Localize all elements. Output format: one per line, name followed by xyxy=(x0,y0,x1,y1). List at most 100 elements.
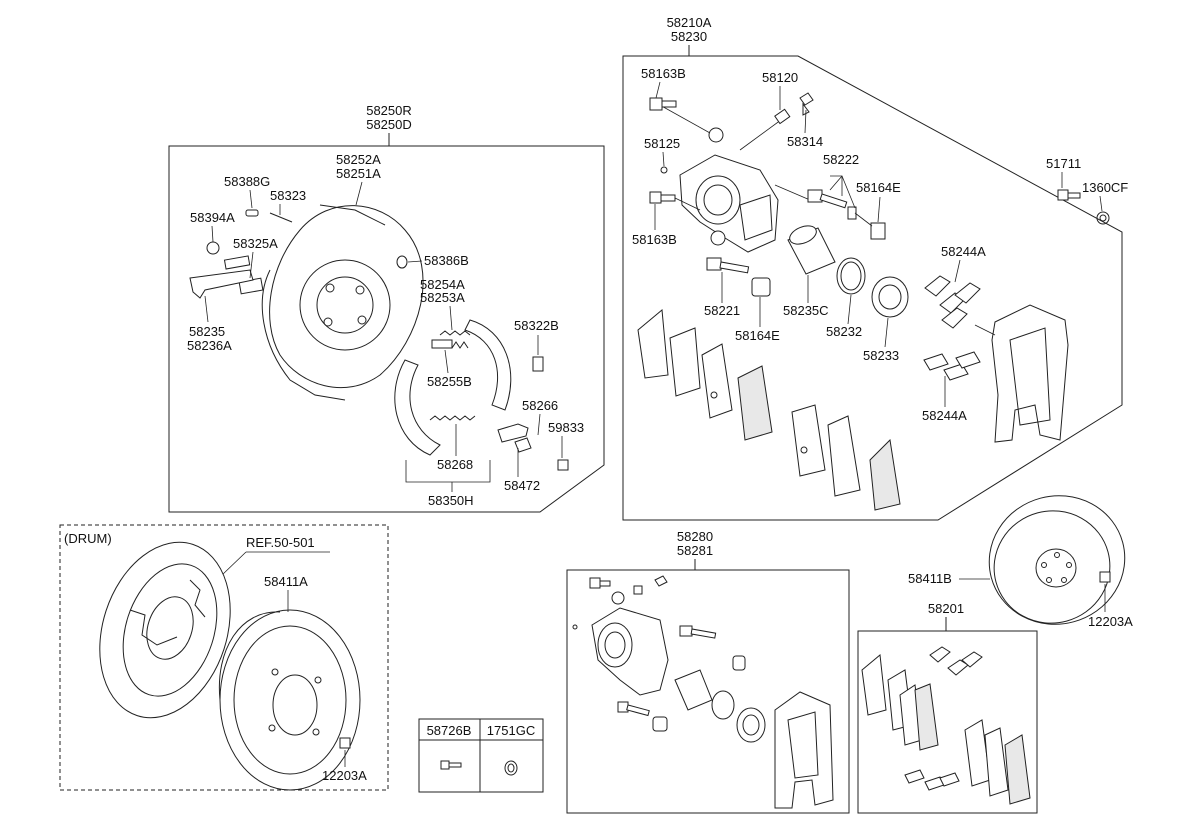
label-58394A: 58394A xyxy=(190,210,235,225)
label-12203A-drum: 12203A xyxy=(322,768,367,783)
label-58244A-upper: 58244A xyxy=(941,244,986,259)
caliper-group-upper: 58210A 58230 xyxy=(622,15,1128,521)
guide-pin-right-part xyxy=(774,184,886,240)
label-58325A: 58325A xyxy=(233,236,278,251)
lever-58235-part xyxy=(189,269,254,299)
label-58268: 58268 xyxy=(437,457,473,472)
backplate-group-frame xyxy=(168,145,605,513)
label-58323: 58323 xyxy=(270,188,306,203)
caliper-body xyxy=(679,127,779,253)
bleeder-part xyxy=(739,92,814,151)
drum-backplate-group: 58250R 58250D xyxy=(168,103,605,513)
pad-kit-parts xyxy=(861,646,1031,805)
pad-clip-upper-part xyxy=(924,275,981,329)
label-58254A: 58254A xyxy=(420,277,465,292)
caliper-group2-frame xyxy=(566,569,850,814)
label-58472: 58472 xyxy=(504,478,540,493)
label-58411B: 58411B xyxy=(908,571,952,586)
label-ref-50-501: REF.50-501 xyxy=(246,535,315,550)
label-58164E-right: 58164E xyxy=(856,180,901,195)
brake-drum-part xyxy=(218,609,361,791)
pin-58323-part xyxy=(269,212,293,223)
pad-kit-frame xyxy=(857,630,1038,814)
label-58244A-lower: 58244A xyxy=(922,408,967,423)
piston-boot-part xyxy=(871,276,909,318)
label-58266: 58266 xyxy=(522,398,558,413)
drum-group: (DRUM) REF.50-501 58411A 12203A xyxy=(59,524,389,791)
label-58210A: 58210A xyxy=(667,15,712,30)
caliper2-body-part xyxy=(591,591,669,696)
small-parts-table: 58726B 1751GC xyxy=(418,718,544,793)
piston-part xyxy=(787,225,836,275)
label-51711: 51711 xyxy=(1046,156,1081,171)
drum-bolt-part xyxy=(339,737,351,749)
label-58314: 58314 xyxy=(787,134,823,149)
carrier-bracket-part xyxy=(974,304,1069,443)
label-58164E-lower: 58164E xyxy=(735,328,780,343)
label-58125: 58125 xyxy=(644,136,680,151)
label-1360CF: 1360CF xyxy=(1082,180,1128,195)
label-58281: 58281 xyxy=(677,543,713,558)
label-58411A: 58411A xyxy=(264,574,308,589)
piston-seal-part xyxy=(836,257,866,295)
disc-bolt-part xyxy=(1099,571,1111,583)
adjuster-58472-part xyxy=(497,423,532,453)
bolt-58726B-part xyxy=(440,760,462,770)
washer-1360CF-part xyxy=(1096,211,1110,225)
caliper2-bracket-part xyxy=(774,691,834,809)
label-drum-title: (DRUM) xyxy=(64,531,112,546)
pin-58388G-part xyxy=(245,209,259,217)
caliper-group-lower: 58280 58281 xyxy=(566,529,850,814)
pad-clip-lower-part xyxy=(923,351,981,381)
spring-58255B-part xyxy=(431,339,469,349)
label-58235C: 58235C xyxy=(783,303,829,318)
bolt-58394A-part xyxy=(206,241,220,255)
label-58252A: 58252A xyxy=(336,152,381,167)
label-58233: 58233 xyxy=(863,348,899,363)
backing-plate-part xyxy=(261,204,424,401)
label-58255B: 58255B xyxy=(427,374,472,389)
bolt-51711-part xyxy=(1057,189,1081,201)
label-58322B: 58322B xyxy=(514,318,559,333)
label-58120: 58120 xyxy=(762,70,798,85)
plug-58386B-part xyxy=(396,255,408,269)
pad-kit-group: 58201 xyxy=(857,601,1038,814)
label-58386B: 58386B xyxy=(424,253,469,268)
drum-group-frame xyxy=(59,524,389,791)
label-58232: 58232 xyxy=(826,324,862,339)
label-58280: 58280 xyxy=(677,529,713,544)
label-58163B-top: 58163B xyxy=(641,66,686,81)
caliper-group-frame xyxy=(622,55,1123,521)
brake-pads-upper-part xyxy=(637,309,901,511)
washer-1751GC-part xyxy=(504,760,518,776)
label-58251A: 58251A xyxy=(336,166,381,181)
caliper2-small-parts xyxy=(572,575,746,732)
label-58235: 58235 xyxy=(189,324,225,339)
guide-pin-lower-part xyxy=(706,257,771,297)
spring-58268-part xyxy=(429,415,476,421)
label-58236A: 58236A xyxy=(187,338,232,353)
label-59833: 59833 xyxy=(548,420,584,435)
small-cap-part xyxy=(660,166,668,174)
label-58230: 58230 xyxy=(671,29,707,44)
screw-59833-part xyxy=(557,459,569,471)
brake-shoes-part xyxy=(394,319,512,456)
drum-backing-assy-part xyxy=(99,541,231,719)
label-58250D: 58250D xyxy=(366,117,412,132)
label-58388G: 58388G xyxy=(224,174,270,189)
brake-disc-part xyxy=(988,495,1126,625)
label-58222: 58222 xyxy=(823,152,859,167)
caliper2-piston-part xyxy=(674,669,766,743)
clip-58322B-part xyxy=(532,356,544,372)
bolt-58163B-lower-part xyxy=(649,191,701,211)
bolt-58163B-top-part xyxy=(649,97,711,134)
label-12203A-disc: 12203A xyxy=(1088,614,1133,629)
label-58250R: 58250R xyxy=(366,103,412,118)
label-58350H: 58350H xyxy=(428,493,474,508)
label-58201: 58201 xyxy=(928,601,964,616)
table-header-58726B: 58726B xyxy=(427,723,472,738)
label-58163B-lower: 58163B xyxy=(632,232,677,247)
table-header-1751GC: 1751GC xyxy=(487,723,535,738)
label-58221: 58221 xyxy=(704,303,740,318)
